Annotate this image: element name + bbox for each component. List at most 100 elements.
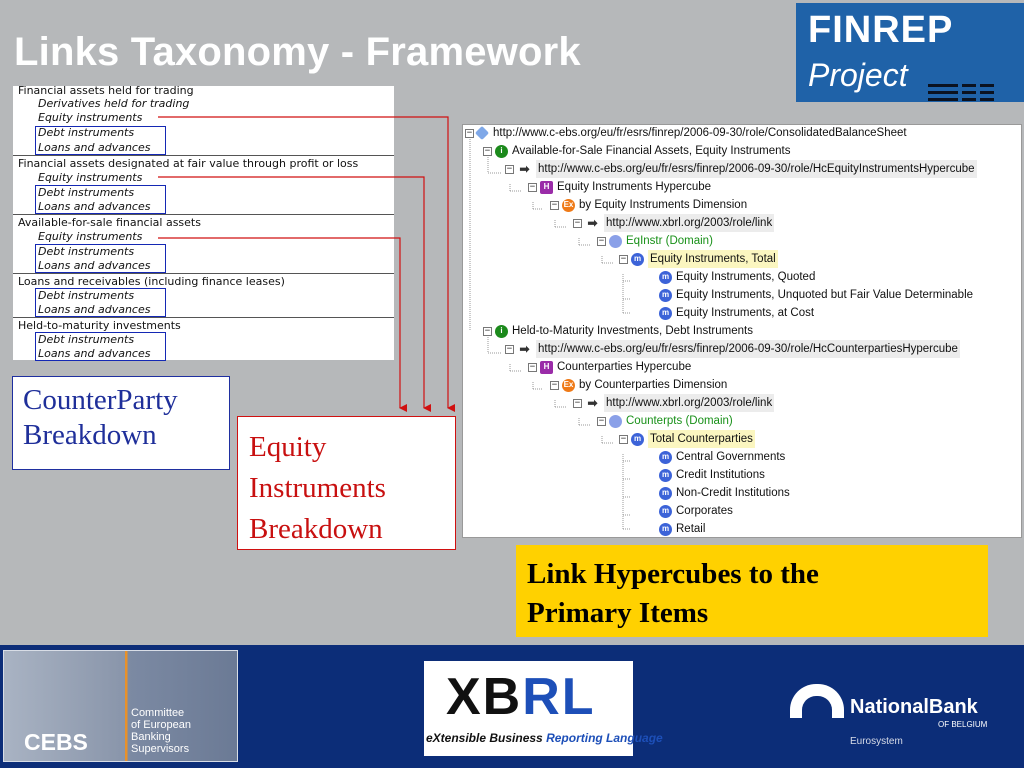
- hypercube-icon: H: [540, 180, 553, 194]
- hypercube-icon: H: [540, 360, 553, 374]
- table-row: Loans and advances: [38, 141, 151, 154]
- table-row: Debt instruments: [38, 126, 135, 139]
- debt-loans-box: [35, 332, 166, 361]
- tree-node[interactable]: − http://www.c-ebs.org/eu/fr/esrs/finrep…: [465, 125, 907, 141]
- table-row: Loans and advances: [38, 259, 151, 272]
- dimension-icon: Ex: [562, 378, 575, 392]
- taxonomy-tree-view[interactable]: − http://www.c-ebs.org/eu/fr/esrs/finrep…: [462, 124, 1022, 538]
- connector-line-available-for-sale: [158, 237, 407, 412]
- tree-node[interactable]: − Ex by Equity Instruments Dimension: [550, 198, 748, 212]
- collapse-icon[interactable]: −: [597, 235, 606, 246]
- debt-loans-box: [35, 185, 166, 214]
- tree-connector-lines: [469, 139, 631, 530]
- collapse-icon[interactable]: −: [573, 397, 582, 408]
- item-icon: i: [495, 144, 508, 158]
- slide-title: Links Taxonomy - Framework: [14, 30, 581, 74]
- item-icon: i: [495, 324, 508, 338]
- tree-node[interactable]: m Retail: [659, 520, 705, 538]
- arrow-right-icon: ➡: [587, 216, 598, 230]
- collapse-icon[interactable]: −: [528, 361, 537, 372]
- tree-node[interactable]: − H Equity Instruments Hypercube: [528, 180, 712, 194]
- tree-node[interactable]: m Non-Credit Institutions: [659, 484, 790, 502]
- collapse-icon[interactable]: −: [483, 145, 492, 156]
- collapse-icon[interactable]: −: [597, 415, 606, 426]
- tree-node[interactable]: − Ex by Counterparties Dimension: [550, 378, 728, 392]
- table-row: Held-to-maturity investments: [18, 319, 181, 332]
- tree-node[interactable]: − EqInstr (Domain): [597, 234, 713, 248]
- collapse-icon[interactable]: −: [619, 433, 628, 444]
- table-divider: [13, 155, 394, 156]
- member-icon: m: [659, 288, 672, 302]
- collapse-icon[interactable]: −: [483, 325, 492, 336]
- cebs-logo: CEBS Committee of European Banking Super…: [3, 650, 238, 762]
- collapse-icon[interactable]: −: [528, 181, 537, 192]
- tree-node[interactable]: m Equity Instruments, at Cost: [659, 304, 814, 322]
- member-icon: m: [659, 504, 672, 518]
- collapse-icon[interactable]: −: [573, 217, 582, 228]
- arrow-right-icon: ➡: [587, 396, 598, 410]
- debt-loans-box: [35, 126, 166, 155]
- collapse-icon[interactable]: −: [550, 199, 559, 210]
- nbb-name: NationalBank: [850, 696, 978, 718]
- tree-node[interactable]: m Credit Institutions: [659, 466, 765, 484]
- connector-line-fair-value: [158, 176, 431, 412]
- arrow-right-icon: ➡: [519, 162, 530, 176]
- xbrl-wordmark: XBRL: [446, 668, 596, 726]
- tree-node[interactable]: − ➡ http://www.c-ebs.org/eu/fr/esrs/finr…: [505, 160, 977, 178]
- table-row: Loans and advances: [38, 200, 151, 213]
- xbrl-logo: XBRL eXtensible Business Reporting Langu…: [424, 661, 663, 756]
- counterparty-breakdown-box: CounterParty Breakdown: [12, 376, 230, 470]
- callout-line1: Link Hypercubes to the: [527, 558, 819, 590]
- member-icon: m: [659, 522, 672, 536]
- tree-node[interactable]: − ➡ http://www.c-ebs.org/eu/fr/esrs/finr…: [505, 340, 960, 358]
- tree-node[interactable]: − ➡ http://www.xbrl.org/2003/role/link: [573, 214, 775, 232]
- equity-line1: Equity: [249, 431, 327, 463]
- tree-node[interactable]: − H Counterparties Hypercube: [528, 360, 692, 374]
- counterparty-line1: CounterParty: [23, 384, 178, 416]
- collapse-icon[interactable]: −: [619, 253, 628, 264]
- collapse-icon[interactable]: −: [505, 163, 514, 174]
- tree-node[interactable]: − Counterpts (Domain): [597, 414, 733, 428]
- equity-breakdown-box: Equity Instruments Breakdown: [237, 416, 456, 550]
- financial-assets-table: Financial assets held for trading Deriva…: [13, 84, 394, 361]
- table-divider: [13, 273, 394, 274]
- table-row: Debt instruments: [38, 186, 135, 199]
- connector-line-held-for-trading: [158, 116, 455, 412]
- tree-node[interactable]: − m Total Counterparties: [619, 430, 755, 448]
- finrep-bars-icon: [928, 74, 998, 92]
- collapse-icon[interactable]: −: [505, 343, 514, 354]
- table-row: Equity instruments: [38, 111, 143, 124]
- debt-loans-box: [35, 244, 166, 273]
- tree-node[interactable]: − i Held-to-Maturity Investments, Debt I…: [483, 324, 753, 338]
- tree-node[interactable]: − ➡ http://www.xbrl.org/2003/role/link: [573, 394, 775, 412]
- domain-icon: [609, 414, 622, 428]
- domain-icon: [609, 234, 622, 248]
- finrep-logo-line1: FINREP: [808, 9, 954, 51]
- table-divider: [13, 317, 394, 318]
- table-row: Available-for-sale financial assets: [18, 216, 201, 229]
- table-row: Debt instruments: [38, 245, 135, 258]
- tree-node[interactable]: m Corporates: [659, 502, 733, 520]
- member-icon: m: [631, 432, 644, 446]
- member-icon: m: [659, 306, 672, 320]
- table-row: Debt instruments: [38, 333, 135, 346]
- member-icon: m: [659, 270, 672, 284]
- tree-node[interactable]: − i Available-for-Sale Financial Assets,…: [483, 144, 791, 158]
- tree-node[interactable]: m Central Governments: [659, 448, 785, 466]
- member-icon: m: [631, 252, 644, 266]
- table-row: Financial assets held for trading: [18, 84, 194, 97]
- collapse-icon[interactable]: −: [550, 379, 559, 390]
- tree-node[interactable]: m Equity Instruments, Unquoted but Fair …: [659, 286, 973, 304]
- eurosystem-label: Eurosystem: [850, 736, 903, 747]
- tree-node[interactable]: m Equity Instruments, Quoted: [659, 268, 815, 286]
- finrep-logo: FINREP Project: [796, 3, 1024, 102]
- debt-loans-box: [35, 288, 166, 317]
- equity-line2: Instruments: [249, 472, 386, 504]
- collapse-icon[interactable]: −: [465, 127, 474, 138]
- table-row: Loans and advances: [38, 347, 151, 360]
- tree-node[interactable]: − m Equity Instruments, Total: [619, 250, 778, 268]
- table-row: Loans and advances: [38, 303, 151, 316]
- xbrl-tagline: eXtensible Business Reporting Language: [426, 731, 663, 745]
- member-icon: m: [659, 450, 672, 464]
